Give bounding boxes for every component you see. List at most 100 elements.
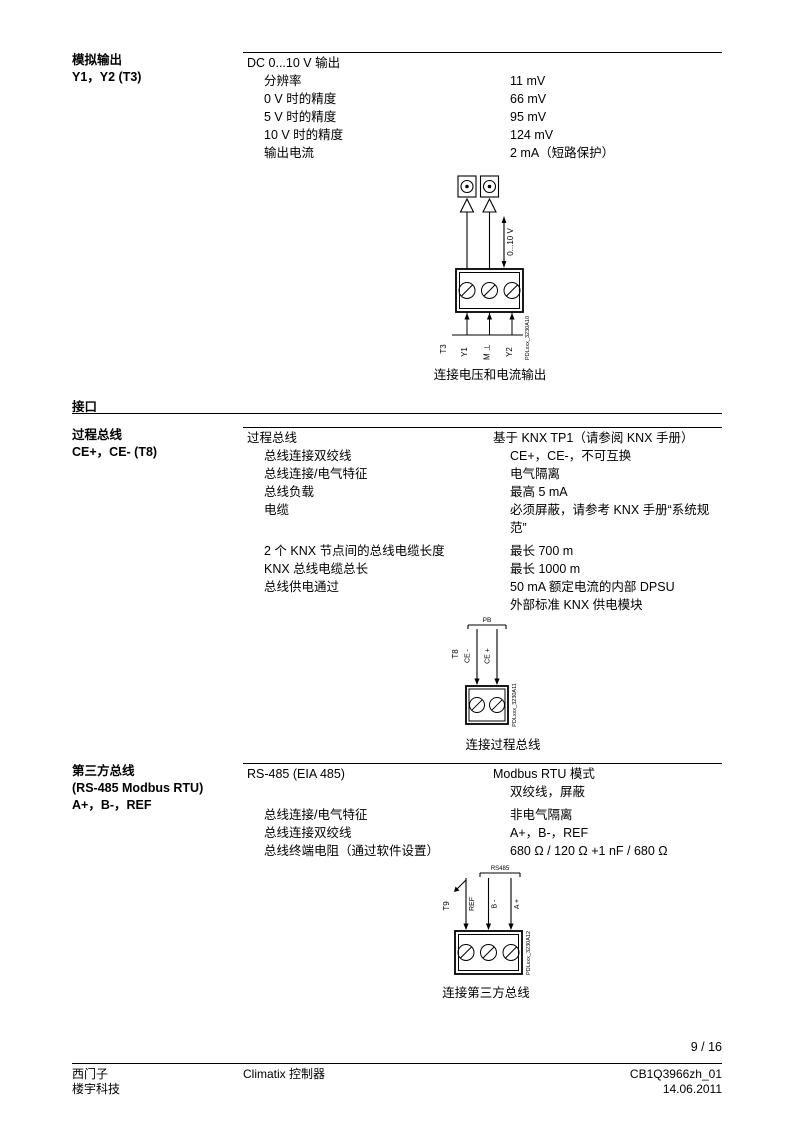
footer-doc-id: CB1Q3966zh_01 bbox=[629, 1067, 722, 1081]
spec-row: KNX 总线电缆总长 最长 1000 m bbox=[243, 560, 722, 578]
arrowhead-down bbox=[494, 678, 500, 685]
footer-product: Climatix 控制器 bbox=[243, 1067, 326, 1081]
footer-company: 西门子 楼宇科技 bbox=[72, 1067, 243, 1097]
terminal-block bbox=[465, 685, 509, 725]
footer-company-line: 西门子 bbox=[72, 1067, 109, 1081]
process-bus-figure: PB T8 CE - CE + PDLxxx_3230A11 bbox=[451, 617, 518, 727]
section-heading-line: Y1，Y2 (T3) bbox=[72, 70, 142, 84]
voltage-current-output-figure: 0...10 V T3 Y1 M ⊥ Y2 PDLxxx_3230A10 bbox=[439, 175, 531, 360]
screw-slot bbox=[471, 699, 483, 711]
screw-terminal bbox=[502, 944, 520, 961]
spec-value: 电气隔离 bbox=[510, 467, 561, 481]
range-label: 0...10 V bbox=[506, 228, 515, 256]
spec-label: 总线连接/电气特征 bbox=[264, 808, 368, 822]
section-divider bbox=[72, 413, 722, 414]
spec-value: 66 mV bbox=[510, 92, 547, 106]
wire-label: Y2 bbox=[505, 347, 514, 357]
section-heading-line: (RS-485 Modbus RTU) bbox=[72, 781, 204, 795]
screw-slot bbox=[491, 699, 503, 711]
screw-slot bbox=[461, 284, 473, 297]
spec-label: 总线连接双绞线 bbox=[264, 449, 352, 463]
spec-row: 总线连接/电气特征 电气隔离 bbox=[243, 465, 722, 483]
spec-label: 5 V 时的精度 bbox=[264, 110, 337, 124]
meter-dot bbox=[487, 184, 492, 189]
spec-row: 双绞线，屏蔽 bbox=[243, 783, 722, 801]
process-bus-heading: 过程总线 CE+，CE- (T8) bbox=[72, 427, 243, 461]
spec-row: 总线负载最高 5 mA bbox=[243, 483, 722, 501]
spec-value: 124 mV bbox=[510, 128, 554, 142]
spec-value: 外部标准 KNX 供电模块 bbox=[510, 598, 643, 612]
third-party-bus-heading: 第三方总线 (RS-485 Modbus RTU) A+，B-，REF bbox=[72, 763, 243, 814]
process-bus-section: 过程总线 CE+，CE- (T8) 过程总线基于 KNX TP1（请参阅 KNX… bbox=[72, 427, 722, 614]
spec-label: 分辨率 bbox=[264, 74, 302, 88]
spec-value: 50 mA 额定电流的内部 DPSU bbox=[510, 580, 675, 594]
arrowhead-down bbox=[485, 923, 492, 930]
terminal-block-label: T3 bbox=[439, 344, 448, 354]
spec-label: 电缆 bbox=[264, 503, 290, 517]
section-heading-line: 过程总线 bbox=[72, 428, 123, 442]
terminal-block-label: T9 bbox=[442, 901, 451, 911]
process-bus-diagram: PB T8 CE - CE + PDLxxx_3230A11 连接过程总线 bbox=[448, 612, 558, 753]
screw-terminal bbox=[480, 944, 497, 961]
spec-row: 5 V 时的精度 95 mV bbox=[243, 108, 722, 126]
third-party-bus-spec-table: RS-485 (EIA 485) Modbus RTU 模式 双绞线，屏蔽 总线连… bbox=[243, 763, 722, 860]
spec-value: 2 mA（短路保护） bbox=[510, 146, 615, 160]
bus-label: PB bbox=[483, 617, 492, 624]
spec-row: RS-485 (EIA 485) Modbus RTU 模式 bbox=[243, 765, 722, 783]
spec-label: 0 V 时的精度 bbox=[264, 92, 337, 106]
spec-value: 最长 1000 m bbox=[510, 562, 581, 576]
diagram-caption: 连接电压和电流输出 bbox=[433, 368, 547, 382]
terminal-block bbox=[454, 930, 523, 975]
spec-value: CE+，CE-，不可互换 bbox=[510, 449, 632, 463]
spec-row: 总线连接双绞线 CE+，CE-，不可互换 bbox=[243, 447, 722, 465]
shield-arrow-line bbox=[456, 879, 467, 890]
screw-slot bbox=[505, 946, 517, 959]
figure-code: PDLxxx_3230A10 bbox=[525, 316, 531, 360]
analog-output-diagram: 0...10 V T3 Y1 M ⊥ Y2 PDLxxx_3230A10 连接电… bbox=[410, 168, 570, 383]
screw-terminal bbox=[458, 282, 476, 299]
connector-triangle bbox=[482, 197, 497, 213]
spec-label: RS-485 (EIA 485) bbox=[247, 767, 345, 781]
footer-doc-info: CB1Q3966zh_01 14.06.2011 bbox=[630, 1067, 722, 1097]
spec-label: 过程总线 bbox=[247, 431, 298, 445]
spec-label bbox=[243, 783, 510, 801]
third-party-bus-diagram: RS485 T9 REF B - A + PDLxxx_3230A12 连接第三… bbox=[440, 860, 580, 1001]
spec-title: DC 0...10 V 输出 bbox=[247, 56, 341, 70]
screw-slot bbox=[482, 946, 495, 959]
spec-row: 0 V 时的精度 66 mV bbox=[243, 90, 722, 108]
spec-value: A+，B-，REF bbox=[510, 826, 589, 840]
spec-value: 必须屏蔽，请参考 KNX 手册“系统规范” bbox=[510, 503, 710, 535]
spec-row: 总线终端电阻（通过软件设置）680 Ω / 120 Ω +1 nF / 680 … bbox=[243, 842, 722, 860]
spec-value: Modbus RTU 模式 bbox=[493, 767, 595, 781]
screw-terminal bbox=[489, 697, 505, 713]
spec-label: 总线连接/电气特征 bbox=[264, 467, 368, 481]
screw-terminal bbox=[481, 282, 498, 299]
spec-row: 总线连接/电气特征非电气隔离 bbox=[243, 806, 722, 824]
arrowhead-down bbox=[508, 923, 514, 930]
spec-row: 2 个 KNX 节点间的总线电缆长度最长 700 m bbox=[243, 542, 722, 560]
spec-row: 电缆 必须屏蔽，请参考 KNX 手册“系统规范” bbox=[243, 501, 722, 537]
spec-label: 2 个 KNX 节点间的总线电缆长度 bbox=[264, 544, 445, 558]
diagram-caption: 连接过程总线 bbox=[465, 738, 541, 752]
connector-triangle bbox=[459, 197, 475, 213]
section-heading-line: A+，B-，REF bbox=[72, 798, 152, 812]
meter-dot bbox=[465, 184, 469, 189]
spec-value: 95 mV bbox=[510, 110, 547, 124]
spec-label: KNX 总线电缆总长 bbox=[264, 562, 369, 576]
section-heading-line: CE+，CE- (T8) bbox=[72, 445, 158, 459]
terminal-block-label: T8 bbox=[451, 649, 460, 659]
footer-date: 14.06.2011 bbox=[662, 1082, 722, 1096]
spec-label: 总线终端电阻（通过软件设置） bbox=[264, 844, 440, 858]
meter-box bbox=[479, 175, 500, 198]
wire-label: B - bbox=[492, 899, 499, 909]
figure-code: PDLxxx_3230A11 bbox=[512, 683, 518, 727]
section-heading-line: 第三方总线 bbox=[72, 764, 135, 778]
footer: 西门子 楼宇科技 Climatix 控制器 CB1Q3966zh_01 14.0… bbox=[72, 1067, 722, 1097]
